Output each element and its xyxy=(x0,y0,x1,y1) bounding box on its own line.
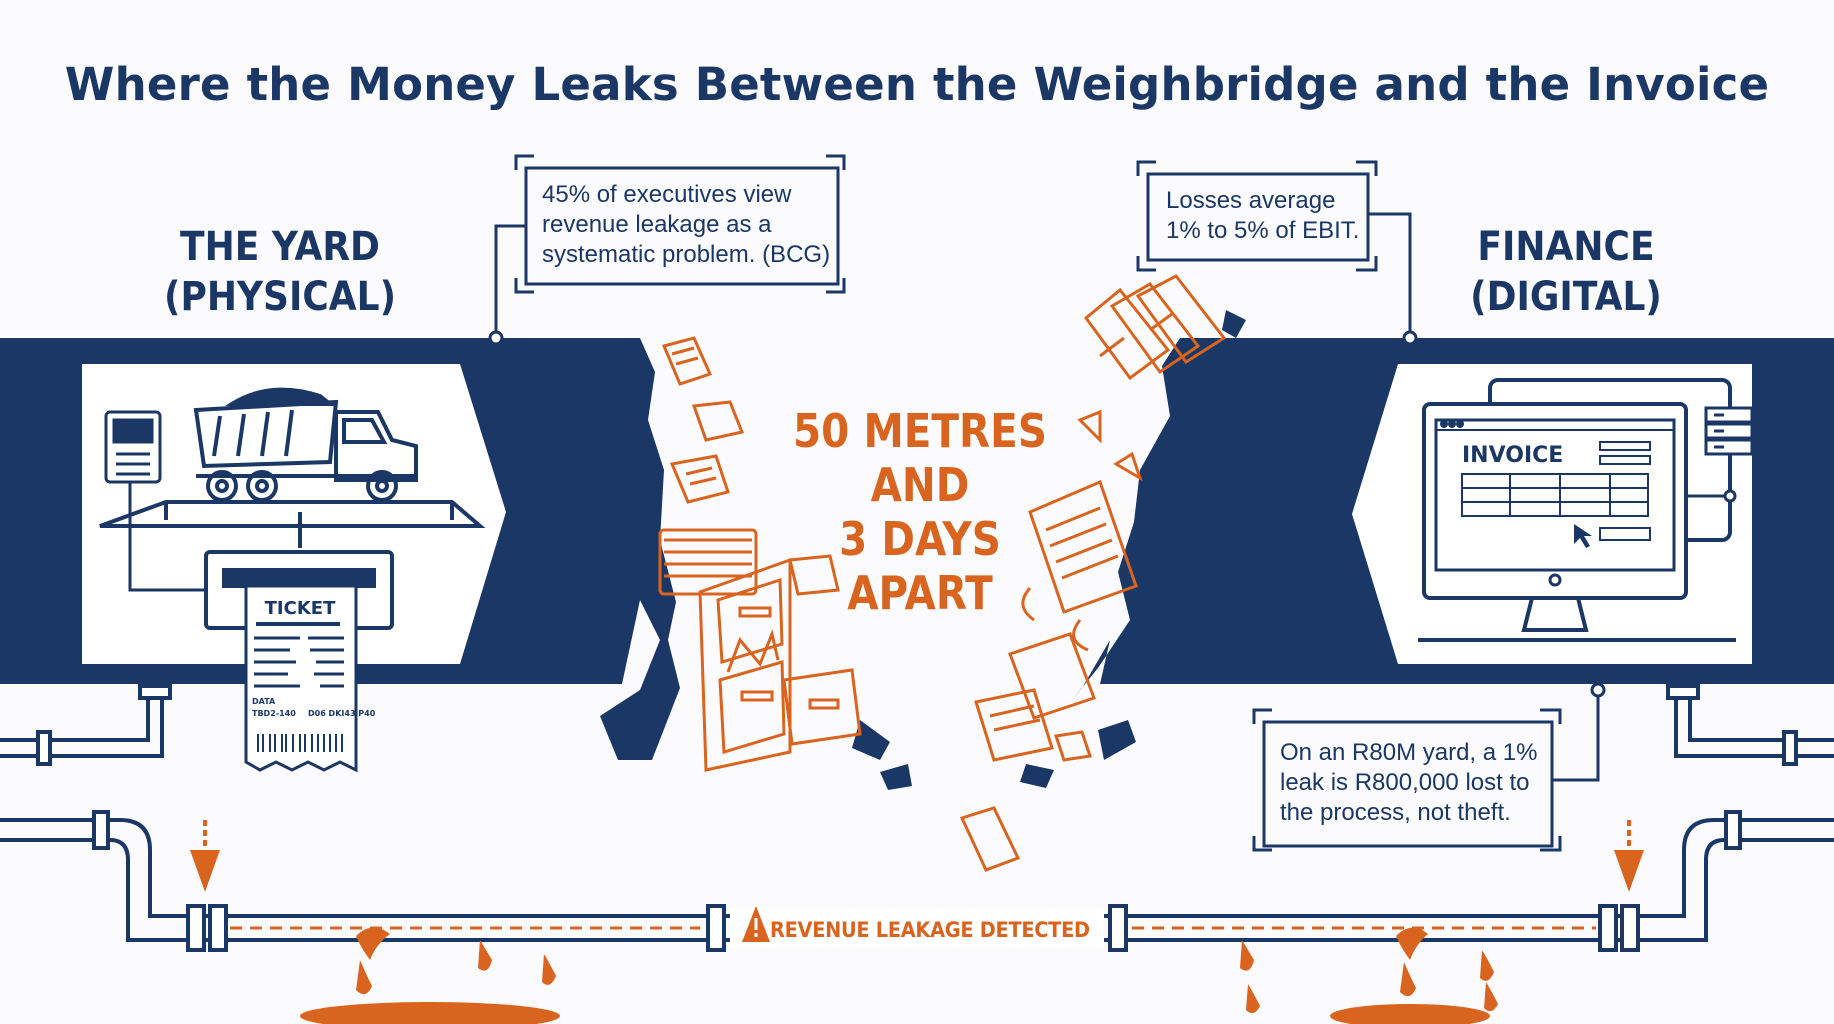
scattered-documents-icon xyxy=(658,274,1227,872)
yard-example-line3: the process, not theft. xyxy=(1280,799,1511,826)
invoice-label: INVOICE xyxy=(1462,443,1563,468)
distance-time-headline: 50 METRES AND 3 DAYS APART xyxy=(788,404,1052,620)
yard-example-callout: On an R80M yard, a 1% leak is R800,000 l… xyxy=(1280,738,1550,828)
weigh-terminal-icon xyxy=(104,410,206,592)
leak-drops xyxy=(300,927,1498,1024)
pipeline xyxy=(0,684,1834,952)
ticket-label: TICKET xyxy=(265,598,336,619)
ticket-printer-icon xyxy=(204,550,394,773)
executives-line3: systematic problem. (BCG) xyxy=(542,241,831,268)
yard-example-line1: On an R80M yard, a 1% xyxy=(1280,739,1538,766)
headline-line1: 50 METRES xyxy=(793,404,1047,458)
ticket-row-1: DATA xyxy=(252,697,276,706)
headline-line2: AND xyxy=(870,458,970,512)
yard-label-line2: (PHYSICAL) xyxy=(163,274,397,320)
finance-label-line2: (DIGITAL) xyxy=(1470,274,1662,320)
losses-line1: Losses average xyxy=(1166,187,1336,214)
warning-triangle-icon xyxy=(742,906,770,942)
cursor-icon xyxy=(1574,524,1592,548)
headline-line3: 3 DAYS xyxy=(839,512,1001,566)
server-rack-icon xyxy=(1686,406,1754,503)
losses-line2: 1% to 5% of EBIT. xyxy=(1166,217,1360,244)
headline-line4: APART xyxy=(847,566,993,620)
callout-frames xyxy=(488,154,1606,852)
executives-line2: revenue leakage as a xyxy=(542,211,772,238)
computer-monitor-icon xyxy=(1418,378,1736,642)
executives-callout: 45% of executives view revenue leakage a… xyxy=(542,180,832,270)
yard-example-line2: leak is R800,000 lost to xyxy=(1280,769,1530,796)
finance-panel: INVOICE xyxy=(1352,364,1754,664)
losses-callout: Losses average 1% to 5% of EBIT. xyxy=(1166,186,1366,246)
yard-section-label: THE YARD (PHYSICAL) xyxy=(136,222,424,322)
executives-line1: 45% of executives view xyxy=(542,181,792,208)
yard-label-line1: THE YARD xyxy=(180,224,380,270)
yard-panel: TICKET DATA TBD2-140 D06 DKI43 P40 xyxy=(82,364,506,773)
dump-truck-icon xyxy=(193,387,418,502)
finance-section-label: FINANCE (DIGITAL) xyxy=(1440,222,1692,322)
weighbridge-scale-icon xyxy=(99,500,486,548)
ticket-row-2: TBD2-140 xyxy=(252,709,296,718)
page-title: Where the Money Leaks Between the Weighb… xyxy=(64,58,1770,111)
finance-label-line1: FINANCE xyxy=(1477,224,1655,270)
ticket-row-3: D06 DKI43 P40 xyxy=(308,709,376,718)
revenue-leakage-warning: REVENUE LEAKAGE DETECTED xyxy=(770,918,1090,942)
down-arrows xyxy=(190,820,1644,892)
